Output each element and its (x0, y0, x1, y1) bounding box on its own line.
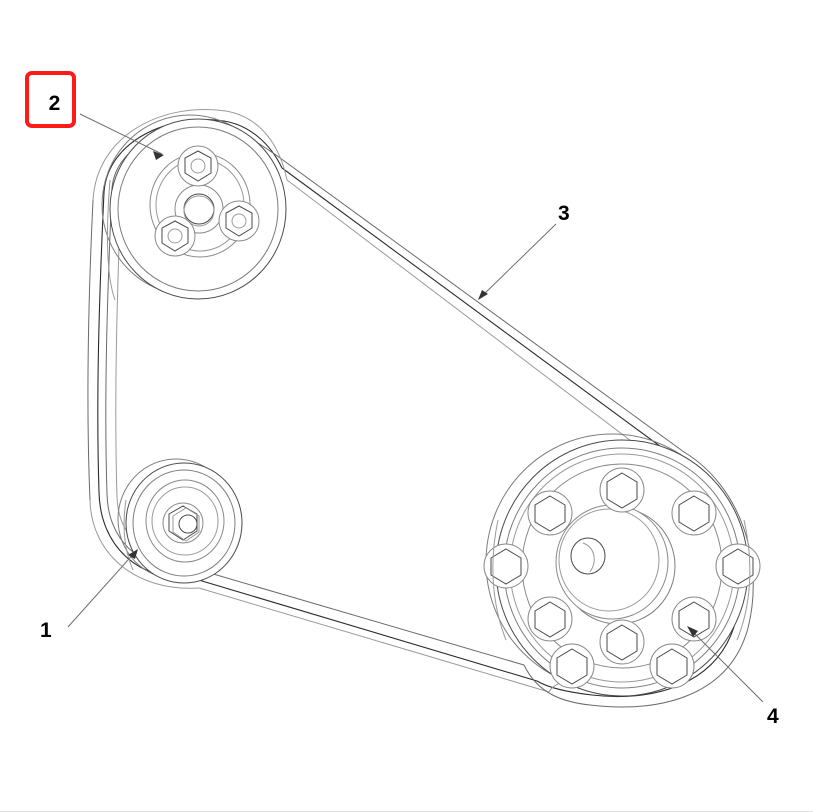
hex-bolt (527, 490, 573, 536)
hex-bolt (599, 467, 645, 513)
hex-bolt (177, 145, 219, 187)
hex-bolt (154, 215, 196, 257)
idler-pulley-assembly (117, 458, 243, 584)
hex-bolt (483, 543, 529, 589)
callout-leaders (67, 113, 764, 703)
callout-label-4: 4 (767, 705, 779, 728)
hex-bolt (671, 596, 717, 642)
hex-bolt (599, 619, 645, 665)
callout-label-1: 1 (40, 619, 52, 642)
hex-bolt (218, 200, 260, 242)
hex-nut (162, 502, 204, 544)
hex-bolt (649, 643, 695, 689)
drive-pulley-assembly (101, 114, 287, 301)
hex-bolt (527, 596, 573, 642)
callout-highlight-box[interactable]: 2 (25, 71, 76, 128)
large-bolted-pulley-assembly (483, 433, 761, 697)
callout-label-2: 2 (48, 91, 61, 115)
hex-bolt (549, 643, 595, 689)
hub-boss (570, 537, 606, 575)
hex-bolt (671, 490, 717, 536)
hex-bolt (715, 543, 761, 589)
callout-label-3: 3 (558, 202, 570, 225)
